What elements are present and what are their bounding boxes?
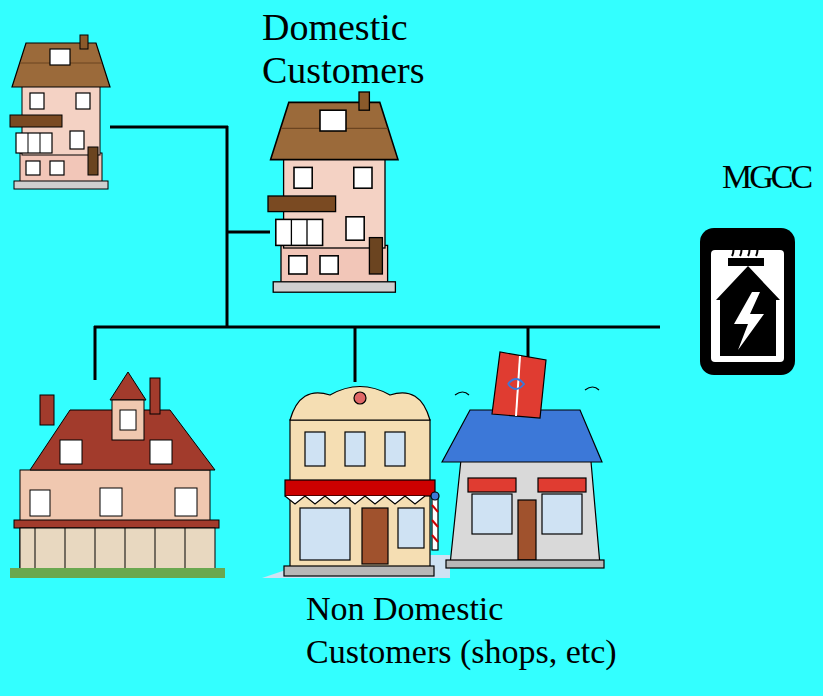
shop-building [354, 392, 366, 404]
bookshop-building [472, 494, 512, 534]
victorian-house [95, 528, 96, 568]
wires [226, 126, 229, 328]
shop-building [398, 508, 424, 548]
victorian-house [20, 528, 215, 570]
victorian-house [185, 528, 186, 568]
victorian-house [150, 440, 172, 464]
shop-building [432, 505, 438, 512]
mgcc-icon [734, 292, 764, 350]
mgcc-icon [700, 228, 795, 375]
shop-building [305, 432, 325, 466]
bookshop-building [516, 356, 520, 416]
shop-building [432, 535, 438, 542]
shop-building [362, 508, 388, 564]
wires [94, 326, 97, 380]
bookshop-building [542, 494, 582, 534]
victorian-house [150, 378, 160, 414]
bookshop-building [442, 410, 602, 462]
victorian-house [120, 410, 136, 430]
victorian-house [30, 490, 50, 516]
shop-building [345, 432, 365, 466]
victorian-house [100, 488, 122, 516]
bookshop-building [442, 352, 604, 568]
victorian-house [10, 568, 225, 578]
shop-building [285, 496, 425, 504]
mgcc-icon [716, 266, 780, 356]
mgcc-icon [732, 244, 758, 256]
shop-building [300, 508, 350, 560]
bookshop-building [538, 478, 586, 492]
bookshop-building [585, 387, 599, 390]
bookshop-building [468, 478, 516, 492]
mgcc-icon [711, 250, 784, 362]
bookshop-building [508, 379, 524, 389]
victorian-house [14, 520, 219, 528]
wires [354, 326, 357, 382]
domestic-house [268, 92, 398, 292]
bookshop-building [492, 352, 546, 418]
victorian-house [10, 372, 225, 578]
victorian-house [175, 488, 197, 516]
victorian-house [60, 440, 82, 464]
victorian-house [125, 528, 126, 568]
shop-building [431, 492, 439, 500]
victorian-house [40, 395, 54, 425]
shop-building [385, 432, 405, 466]
wires [110, 126, 228, 129]
domestic-house [10, 35, 110, 189]
victorian-house [35, 528, 36, 568]
shop-building [284, 566, 434, 576]
victorian-house [65, 528, 66, 568]
shop-building [432, 498, 438, 550]
victorian-house [110, 372, 146, 400]
mgcc-icon [700, 228, 795, 375]
victorian-house [112, 400, 144, 440]
group-label: Non Domestic Customers (shops, etc) [306, 587, 636, 673]
shop-building [432, 520, 438, 527]
controller-label: MGCC [722, 155, 810, 198]
bookshop-building [518, 500, 536, 560]
shop-building [262, 387, 450, 579]
wires [227, 231, 270, 234]
victorian-house [155, 528, 156, 568]
bookshop-building [450, 450, 600, 565]
wires [94, 326, 660, 329]
bookshop-building [446, 560, 604, 568]
mgcc-icon [728, 258, 764, 266]
group-label: Domestic Customers [262, 6, 444, 92]
bookshop-building [455, 392, 469, 395]
shop-building [285, 480, 435, 496]
shop-building [290, 387, 430, 421]
